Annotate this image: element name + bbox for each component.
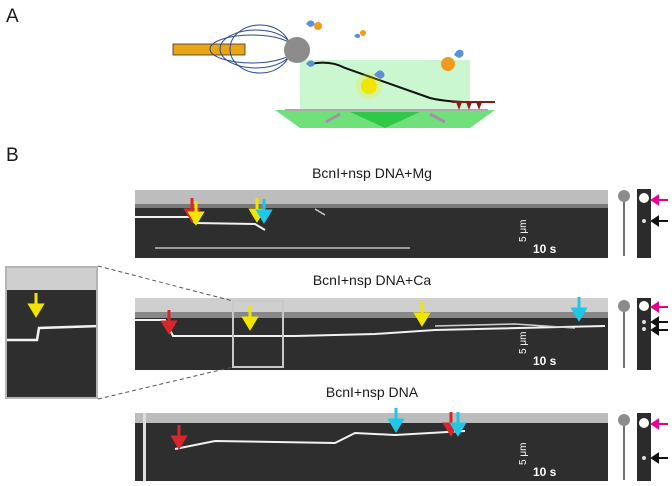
schematic-diagram bbox=[172, 20, 495, 128]
quantum-dot bbox=[361, 78, 377, 94]
cyan-arrows bbox=[255, 199, 588, 437]
kymograph-no-metal: 10 s 5 μm bbox=[135, 413, 608, 481]
bead-tether-1 bbox=[618, 190, 630, 256]
black-arrows bbox=[650, 215, 668, 464]
bead-tether-2 bbox=[618, 300, 630, 368]
kymograph-title-ca: BcnI+nsp DNA+Ca bbox=[312, 272, 432, 288]
kymograph-title-none: BcnI+nsp DNA bbox=[325, 384, 419, 400]
micropipette bbox=[172, 43, 246, 56]
scale-label-time: 10 s bbox=[533, 242, 557, 256]
illumination-cone bbox=[350, 112, 420, 128]
free-protein-1 bbox=[314, 22, 322, 30]
free-protein-2 bbox=[360, 30, 366, 36]
side-image-3 bbox=[637, 413, 651, 481]
zoom-inset bbox=[5, 266, 98, 399]
kymograph-ca: 10 s 5 μm bbox=[135, 298, 608, 370]
panel-label-b: B bbox=[6, 145, 19, 166]
free-protein-3 bbox=[441, 57, 455, 71]
scale-label-time-3: 10 s bbox=[533, 465, 557, 479]
bead-tether-3 bbox=[618, 414, 630, 480]
side-image-2 bbox=[637, 298, 651, 370]
magenta-arrows bbox=[650, 194, 668, 430]
bead bbox=[284, 37, 310, 63]
scale-label-time-2: 10 s bbox=[533, 354, 557, 368]
panel-label-a: A bbox=[6, 6, 19, 27]
side-image-1 bbox=[637, 189, 651, 258]
kymograph-mg: 10 s 5 μm bbox=[135, 190, 608, 258]
kymograph-title-mg: BcnI+nsp DNA+Mg bbox=[312, 165, 432, 181]
